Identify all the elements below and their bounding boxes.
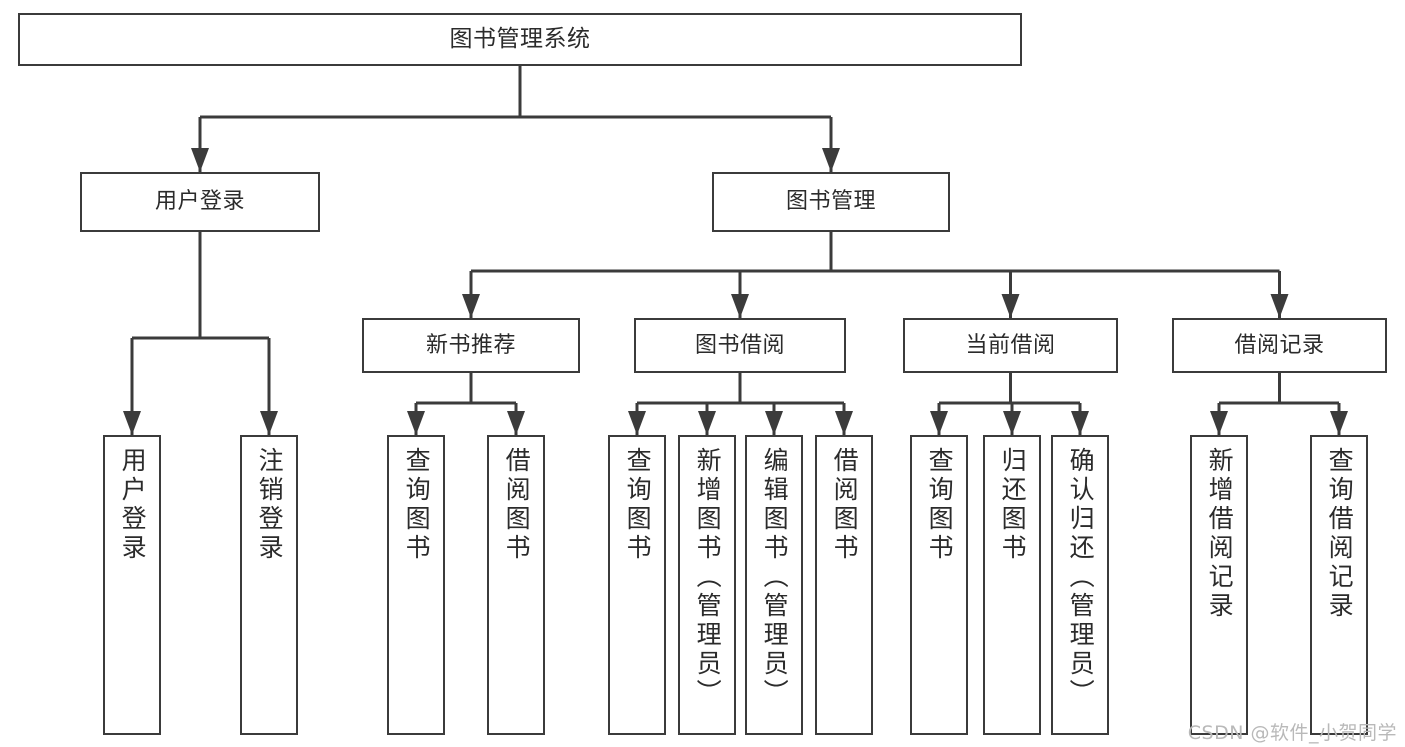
node-leaf-user-logout[interactable]: 注销登录 bbox=[240, 435, 298, 735]
node-login[interactable]: 用户登录 bbox=[80, 172, 320, 232]
node-leaf-query-book-2[interactable]: 查询图书 bbox=[608, 435, 666, 735]
node-label-leaf-add-record: 新增借阅记录 bbox=[1205, 447, 1235, 621]
node-label-login: 用户登录 bbox=[154, 189, 245, 215]
node-label-leaf-confirm-return: 确认归还（管理员） bbox=[1066, 447, 1096, 708]
node-label-leaf-return-book: 归还图书 bbox=[998, 447, 1028, 563]
node-leaf-query-record[interactable]: 查询借阅记录 bbox=[1310, 435, 1368, 735]
node-label-leaf-query-book-3: 查询图书 bbox=[925, 447, 955, 563]
watermark: CSDN @软件_小贺同学 bbox=[1187, 722, 1397, 744]
node-label-leaf-user-login: 用户登录 bbox=[118, 447, 148, 563]
node-label-currentborrow: 当前借阅 bbox=[965, 332, 1056, 358]
node-currentborrow[interactable]: 当前借阅 bbox=[903, 318, 1118, 373]
node-label-leaf-borrow-book-1: 借阅图书 bbox=[502, 447, 532, 563]
node-label-leaf-query-record: 查询借阅记录 bbox=[1325, 447, 1355, 621]
node-label-borrowrecord: 借阅记录 bbox=[1234, 332, 1325, 358]
node-leaf-return-book[interactable]: 归还图书 bbox=[983, 435, 1041, 735]
node-leaf-edit-book[interactable]: 编辑图书（管理员） bbox=[745, 435, 803, 735]
node-label-borrowbook: 图书借阅 bbox=[694, 332, 785, 358]
node-leaf-borrow-book-1[interactable]: 借阅图书 bbox=[487, 435, 545, 735]
node-leaf-add-record[interactable]: 新增借阅记录 bbox=[1190, 435, 1248, 735]
node-label-leaf-borrow-book-2: 借阅图书 bbox=[830, 447, 860, 563]
node-newbook[interactable]: 新书推荐 bbox=[362, 318, 580, 373]
node-leaf-add-book[interactable]: 新增图书（管理员） bbox=[678, 435, 736, 735]
node-label-leaf-add-book: 新增图书（管理员） bbox=[693, 447, 723, 708]
node-leaf-borrow-book-2[interactable]: 借阅图书 bbox=[815, 435, 873, 735]
node-label-leaf-user-logout: 注销登录 bbox=[255, 447, 285, 563]
node-borrowrecord[interactable]: 借阅记录 bbox=[1172, 318, 1387, 373]
node-borrowbook[interactable]: 图书借阅 bbox=[634, 318, 846, 373]
node-bookmgmt[interactable]: 图书管理 bbox=[712, 172, 950, 232]
node-label-root: 图书管理系统 bbox=[449, 25, 591, 52]
node-label-newbook: 新书推荐 bbox=[425, 332, 516, 358]
node-leaf-confirm-return[interactable]: 确认归还（管理员） bbox=[1051, 435, 1109, 735]
node-root[interactable]: 图书管理系统 bbox=[18, 13, 1022, 66]
node-label-leaf-edit-book: 编辑图书（管理员） bbox=[760, 447, 790, 708]
node-label-leaf-query-book-1: 查询图书 bbox=[402, 447, 432, 563]
node-leaf-query-book-3[interactable]: 查询图书 bbox=[910, 435, 968, 735]
node-label-bookmgmt: 图书管理 bbox=[785, 189, 876, 215]
node-leaf-query-book-1[interactable]: 查询图书 bbox=[387, 435, 445, 735]
node-label-leaf-query-book-2: 查询图书 bbox=[623, 447, 653, 563]
node-leaf-user-login[interactable]: 用户登录 bbox=[103, 435, 161, 735]
